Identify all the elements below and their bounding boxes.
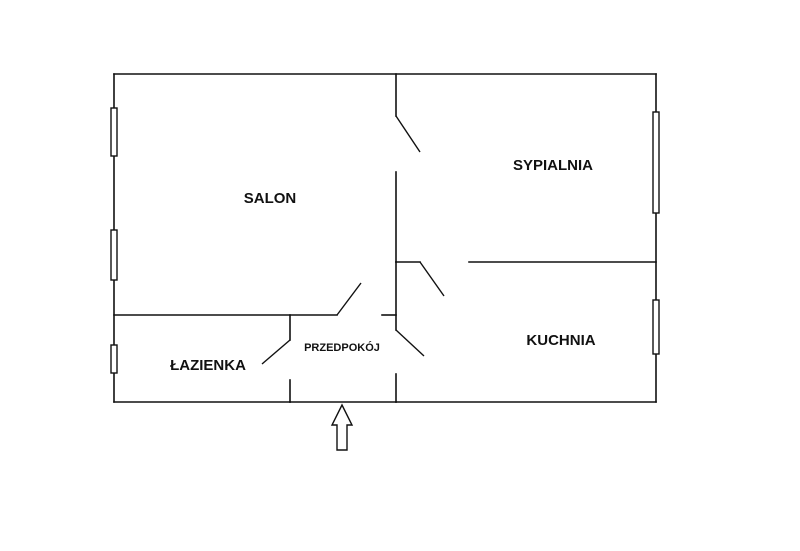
outer-walls [113, 73, 657, 403]
window-sypialnia [652, 111, 660, 214]
room-label-lazienka: ŁAZIENKA [170, 357, 246, 374]
entrance-arrow-icon [330, 403, 354, 451]
door-salon-przedpokoj [336, 282, 362, 316]
room-label-salon: SALON [244, 190, 297, 207]
door-przedpokoj-kuchnia [395, 329, 425, 357]
door-salon-sypialnia [395, 115, 421, 153]
window-lazienka [110, 344, 118, 374]
interior-walls [113, 73, 657, 403]
window-salon-lower [110, 229, 118, 281]
room-label-sypialnia: SYPIALNIA [513, 157, 593, 174]
room-label-kuchnia: KUCHNIA [526, 332, 595, 349]
window-salon-upper [110, 107, 118, 157]
windows [110, 107, 660, 374]
door-kuchnia [419, 261, 445, 297]
room-labels: SALON SYPIALNIA KUCHNIA ŁAZIENKA PRZEDPO… [170, 157, 596, 374]
room-label-przedpokoj: PRZEDPOKÓJ [304, 341, 380, 354]
doors [261, 115, 445, 365]
door-lazienka [261, 339, 291, 365]
window-kuchnia [652, 299, 660, 355]
